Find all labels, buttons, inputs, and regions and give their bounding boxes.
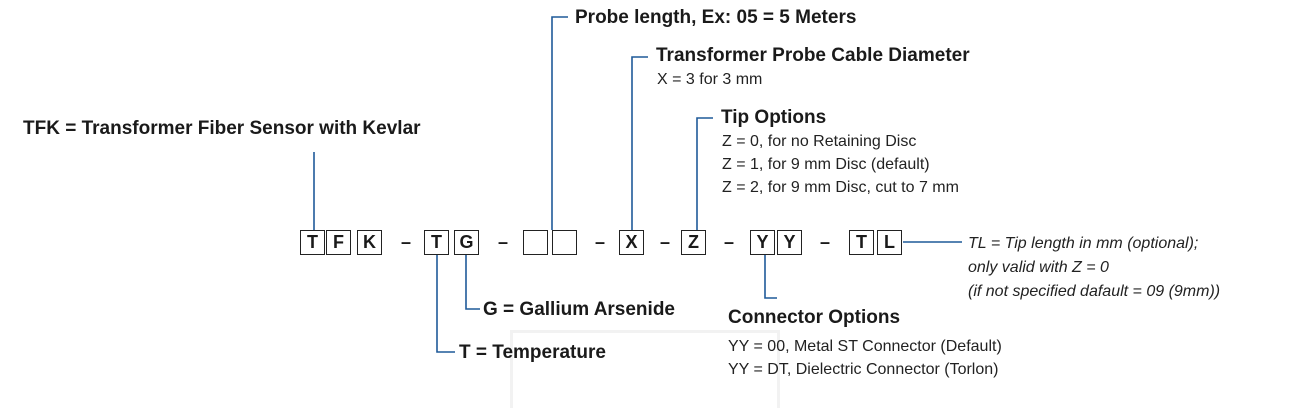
code-box-x: X xyxy=(619,230,644,255)
watermark-logo xyxy=(510,330,780,408)
temperature-label: T = Temperature xyxy=(459,342,606,363)
connector-options-title: Connector Options xyxy=(728,307,901,328)
tip-length-line2: only valid with Z = 0 xyxy=(968,259,1109,276)
probe-length-label: Probe length, Ex: 05 = 5 Meters xyxy=(575,7,857,28)
tip-options-line2: Z = 1, for 9 mm Disc (default) xyxy=(722,156,930,173)
connector-options-line1: YY = 00, Metal ST Connector (Default) xyxy=(728,338,1002,355)
tfk-label: TFK = Transformer Fiber Sensor with Kevl… xyxy=(23,118,421,139)
code-box-k: K xyxy=(357,230,382,255)
code-separator: – xyxy=(401,232,412,252)
tip-length-line1: TL = Tip length in mm (optional); xyxy=(968,235,1199,252)
code-separator: – xyxy=(660,232,671,252)
code-separator: – xyxy=(498,232,509,252)
code-box-y2: Y xyxy=(777,230,802,255)
gallium-label: G = Gallium Arsenide xyxy=(483,299,675,320)
cable-diameter-line1: X = 3 for 3 mm xyxy=(657,71,763,88)
code-box-f: F xyxy=(326,230,351,255)
code-separator: – xyxy=(820,232,831,252)
code-box-tl-l: L xyxy=(877,230,902,255)
code-separator: – xyxy=(595,232,606,252)
tip-options-title: Tip Options xyxy=(721,107,827,128)
code-box-sensor-g: G xyxy=(454,230,479,255)
code-box-sensor-t: T xyxy=(424,230,449,255)
connector-probe-length xyxy=(551,16,568,230)
code-separator: – xyxy=(724,232,735,252)
tip-options-line1: Z = 0, for no Retaining Disc xyxy=(722,133,917,150)
code-box-y1: Y xyxy=(750,230,775,255)
code-box-z: Z xyxy=(681,230,706,255)
code-box-length-1 xyxy=(523,230,548,255)
code-box-length-2 xyxy=(552,230,577,255)
connector-options-line2: YY = DT, Dielectric Connector (Torlon) xyxy=(728,361,999,378)
connector-cable-diameter xyxy=(631,56,648,230)
connector-temperature xyxy=(436,255,455,353)
tip-options-line3: Z = 2, for 9 mm Disc, cut to 7 mm xyxy=(722,179,959,196)
code-box-t: T xyxy=(300,230,325,255)
tip-length-line3: (if not specified dafault = 09 (9mm)) xyxy=(968,283,1221,300)
code-box-tl-t: T xyxy=(849,230,874,255)
connector-tip-options xyxy=(696,117,713,230)
connector-gallium xyxy=(465,255,480,310)
cable-diameter-title: Transformer Probe Cable Diameter xyxy=(656,45,970,66)
connector-connector-options xyxy=(764,255,777,299)
